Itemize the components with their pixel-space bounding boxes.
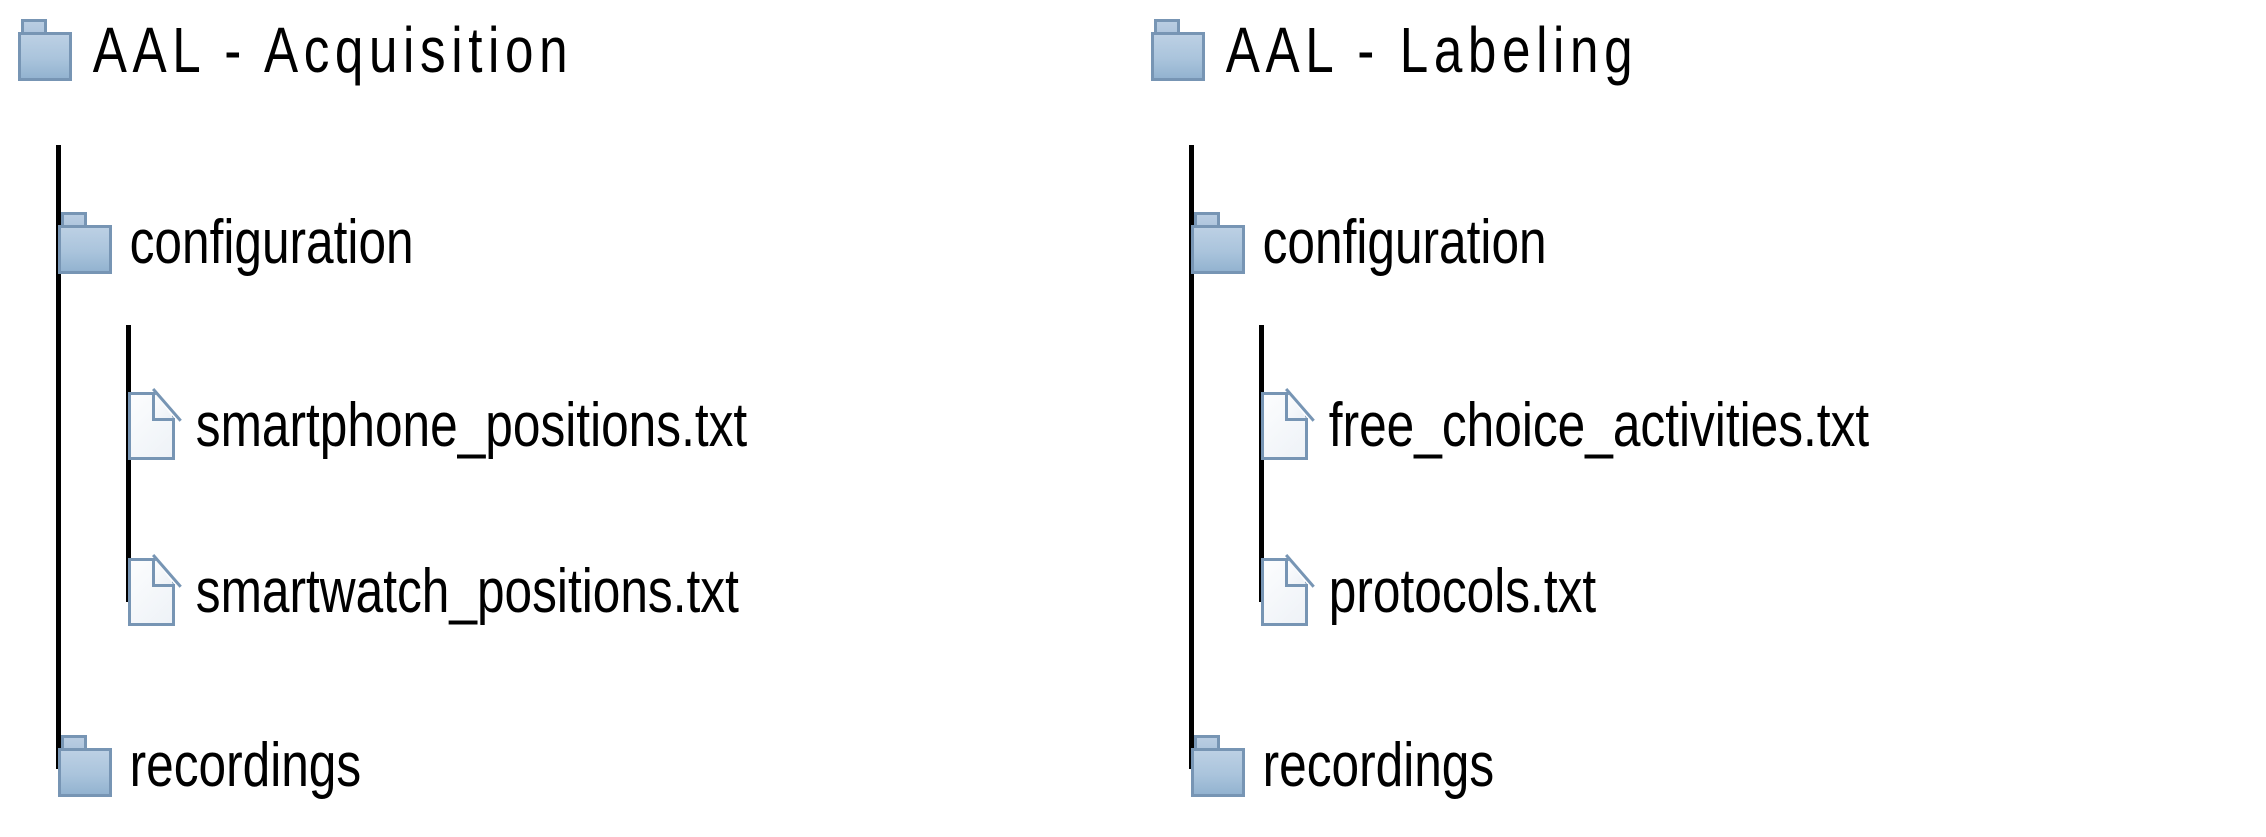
tree-node-configuration[interactable]: configuration: [1191, 212, 1622, 274]
file-icon: [128, 388, 182, 460]
folder-icon: [18, 19, 72, 81]
folder-tree-acquisition: AAL - Acquisition configuration smartpho…: [18, 18, 890, 797]
tree-node-label: recordings: [129, 731, 362, 800]
tree-node-label: AAL - Acquisition: [92, 14, 574, 86]
tree-node-file[interactable]: smartwatch_positions.txt: [128, 554, 880, 626]
file-icon: [1261, 554, 1315, 626]
tree-node-label: configuration: [1262, 208, 1547, 277]
tree-trunk-line: [56, 145, 61, 769]
tree-node-file[interactable]: smartphone_positions.txt: [128, 388, 890, 460]
file-icon: [1261, 388, 1315, 460]
folder-icon: [58, 735, 112, 797]
tree-node-root[interactable]: AAL - Labeling: [1151, 18, 1746, 82]
tree-node-label: AAL - Labeling: [1225, 14, 1639, 86]
tree-node-label: protocols.txt: [1328, 557, 1597, 626]
tree-node-recordings[interactable]: recordings: [58, 735, 423, 797]
folder-tree-labeling: AAL - Labeling configuration free_choice…: [1133, 0, 2266, 837]
folder-icon: [1151, 19, 1205, 81]
tree-trunk-line: [1189, 145, 1194, 769]
tree-node-label: recordings: [1262, 731, 1495, 800]
folder-icon: [1191, 212, 1245, 274]
tree-node-root[interactable]: AAL - Acquisition: [18, 18, 698, 82]
tree-node-label: free_choice_activities.txt: [1328, 391, 1870, 460]
tree-node-recordings[interactable]: recordings: [1191, 735, 1556, 797]
tree-node-file[interactable]: free_choice_activities.txt: [1261, 388, 2009, 460]
tree-node-label: smartwatch_positions.txt: [195, 557, 739, 626]
folder-icon: [58, 212, 112, 274]
tree-subtrunk-line: [1259, 325, 1264, 602]
file-icon: [128, 554, 182, 626]
tree-node-label: smartphone_positions.txt: [195, 391, 748, 460]
folder-icon: [1191, 735, 1245, 797]
tree-node-label: configuration: [129, 208, 414, 277]
tree-subtrunk-line: [126, 325, 131, 602]
tree-node-file[interactable]: protocols.txt: [1261, 554, 1668, 626]
tree-node-configuration[interactable]: configuration: [58, 212, 489, 274]
